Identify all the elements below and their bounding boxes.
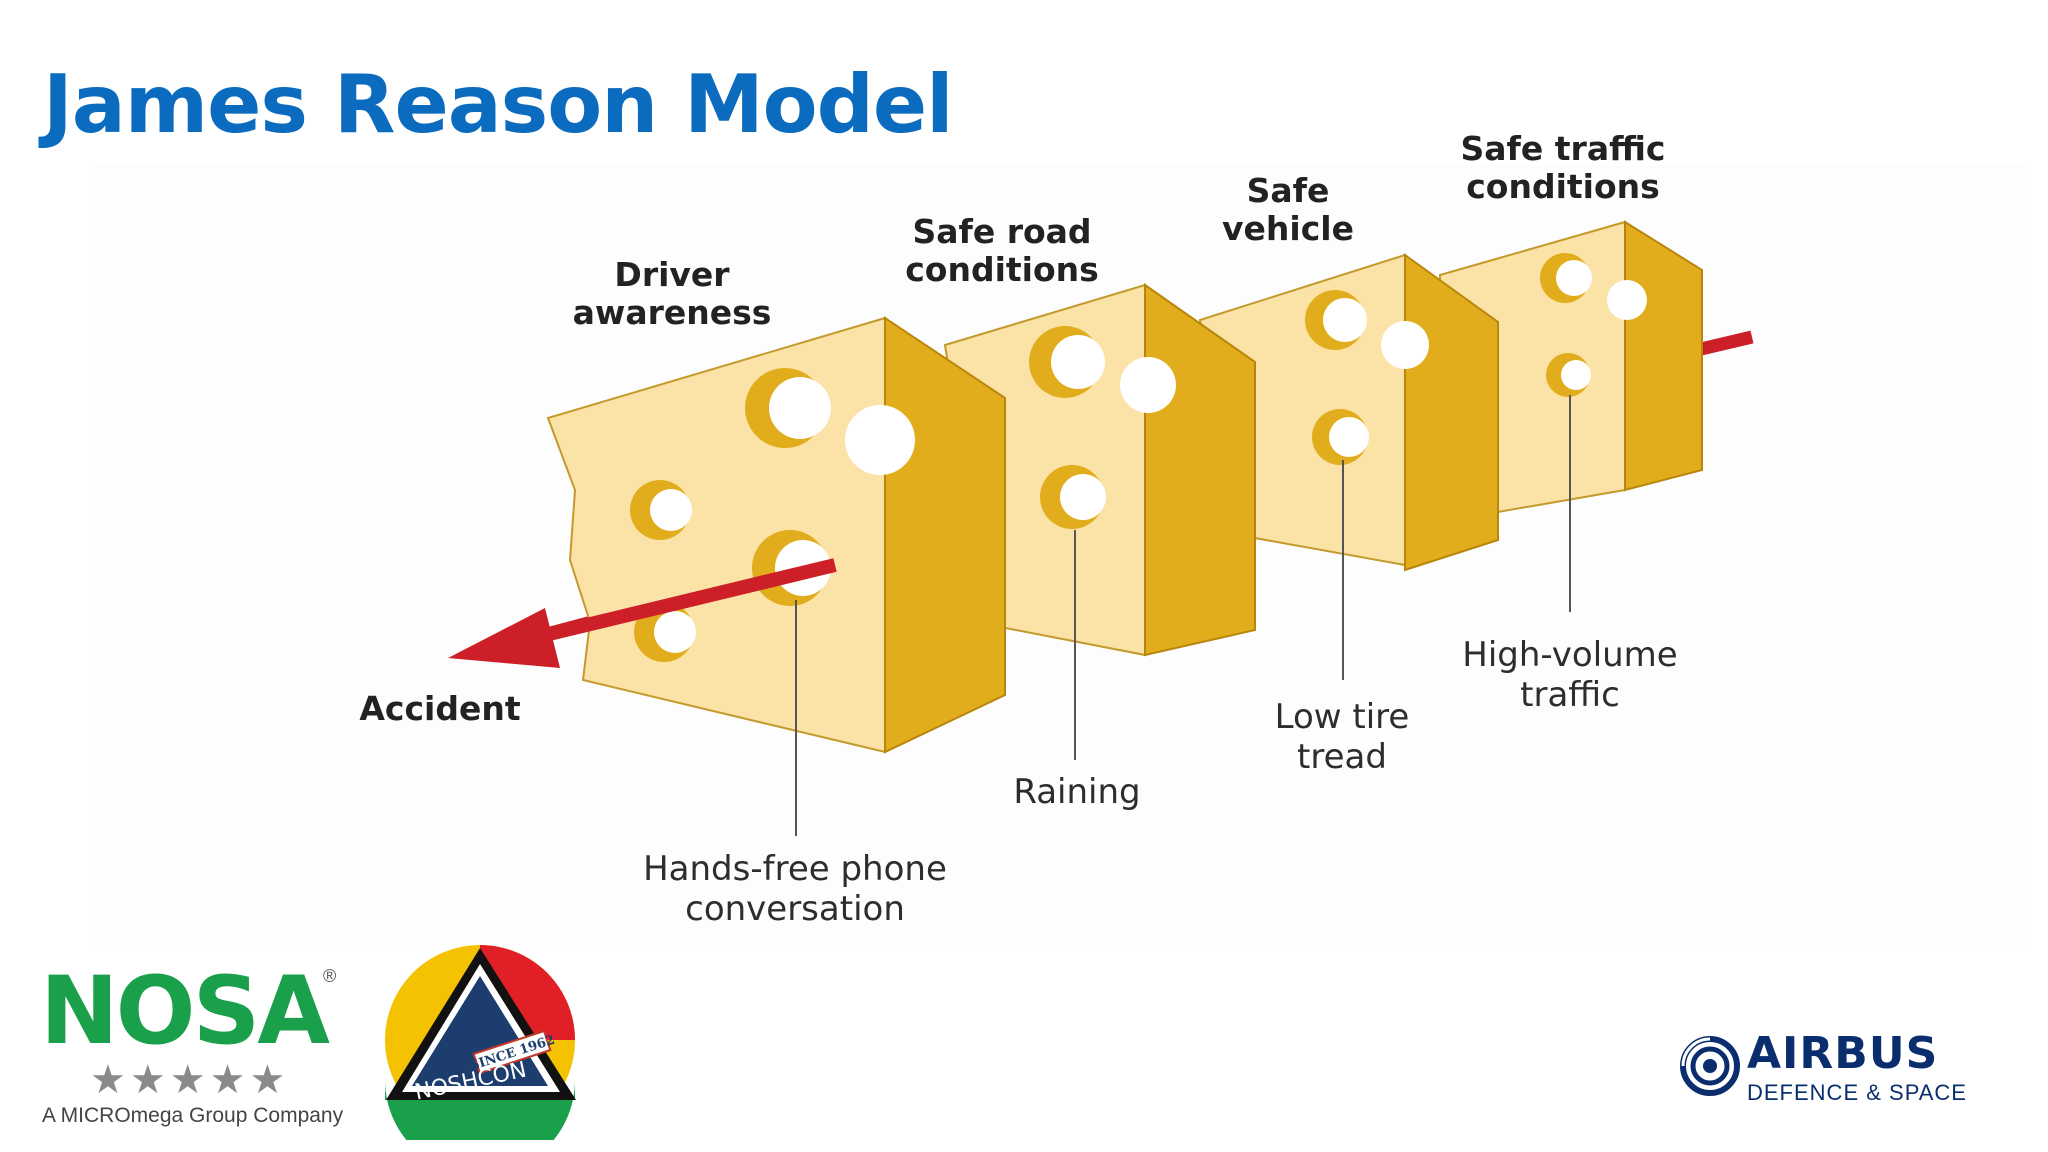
slice-label-4-line1: Safe traffic [1461, 129, 1666, 168]
slice-label-2-line1: Safe road [912, 212, 1091, 251]
hazard-label-4-line1: High-volume [1462, 635, 1677, 675]
slice-label-1-line2: awareness [573, 293, 772, 332]
hazard-label-4-line2: traffic [1520, 675, 1620, 715]
hazard-label-2: Raining [1013, 772, 1140, 812]
airbus-logo: AIRBUS DEFENCE & SPACE [1680, 1028, 2000, 1112]
slide-title: James Reason Model [43, 58, 954, 151]
star-rating-icon: ★★★★★ [90, 1058, 290, 1102]
slice-label-2-line2: conditions [905, 250, 1099, 289]
outcome-label: Accident [359, 689, 520, 728]
nosa-logo: NOSA ® ★★★★★ A MICROmega Group Company [40, 962, 360, 1132]
hazard-arrowhead [448, 608, 560, 668]
slice-label-1-line1: Driver [614, 255, 730, 294]
hazard-label-1-line1: Hands-free phone [643, 849, 947, 889]
hazard-label-3-line1: Low tire [1275, 697, 1410, 737]
airbus-swirl-icon [1680, 1036, 1740, 1096]
registered-mark: ® [323, 966, 337, 986]
slice-label-4-line2: conditions [1466, 167, 1660, 206]
airbus-division: DEFENCE & SPACE [1747, 1080, 1967, 1105]
hazard-arrow-tip-shaft [543, 558, 837, 642]
hazard-label-1-line2: conversation [685, 889, 905, 929]
slice-label-3-line2: vehicle [1222, 209, 1354, 248]
noshcon-logo: SINCE 1962 NOSHCON [385, 945, 576, 1140]
nosa-wordmark: NOSA [40, 957, 330, 1066]
hazard-label-3-line2: tread [1297, 737, 1387, 777]
cheese-slice-1 [546, 316, 1006, 754]
slice-label-3-line1: Safe [1247, 171, 1330, 210]
airbus-wordmark: AIRBUS [1747, 1028, 1939, 1079]
nosa-tagline: A MICROmega Group Company [42, 1104, 344, 1127]
